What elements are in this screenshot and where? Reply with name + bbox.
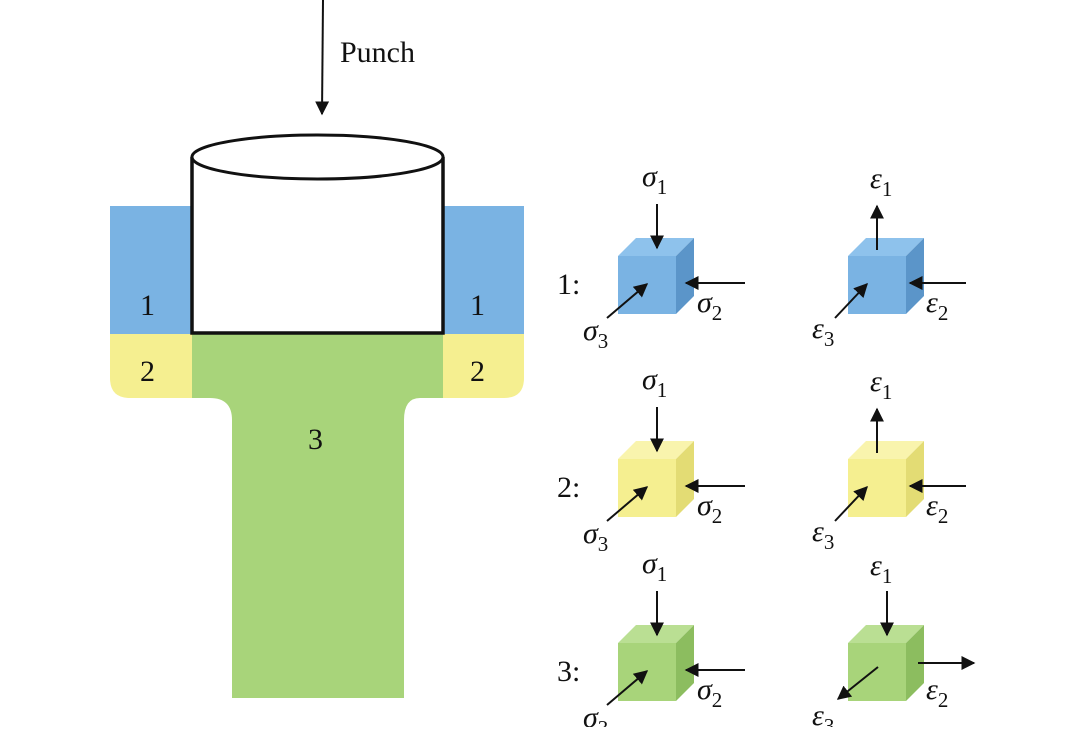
cross-section: Punch 1 1 2 2 3 [110,0,524,698]
strain-cube-front [848,256,906,314]
zone1-right [443,206,524,334]
zone2-right [443,334,524,398]
strain-cube [848,238,924,314]
row-label: 2: [557,471,580,504]
epsilon3-label: ε3 [812,699,834,727]
cube-row-3: 3: σ1 σ2 σ3 ε1 ε2 ε3 [557,547,976,732]
zone2-left-label: 2 [140,355,155,388]
epsilon1-label: ε1 [870,162,892,201]
zone2-left [110,334,192,398]
sigma3-arrow [606,670,649,706]
epsilon3-label: ε3 [812,515,834,554]
strain-cube [848,625,924,701]
stress-cube [618,625,694,701]
epsilon3-label: ε3 [812,312,834,351]
epsilon1-label: ε1 [870,549,892,588]
punch-cylinder [190,157,445,335]
strain-cube-side [906,625,924,701]
sigma2-label: σ2 [697,489,722,528]
zone1-right-label: 1 [470,289,485,322]
punch-label: Punch [340,36,415,69]
sigma3-label: σ3 [583,701,608,727]
strain-cube [848,441,924,517]
stress-cube [618,441,694,517]
punch-top-ellipse [190,133,445,181]
strain-cube-top [848,441,924,459]
strain-cube-front [848,459,906,517]
stress-cube [618,238,694,314]
zone1-left [110,206,192,334]
cube-row-2: 2: σ1 σ2 σ3 ε1 ε2 ε3 [557,363,966,556]
zone3-label: 3 [308,423,323,456]
epsilon2-label: ε2 [926,286,948,325]
row-label: 1: [557,268,580,301]
sigma1-label: σ1 [642,363,667,402]
epsilon2-label: ε2 [926,489,948,528]
sigma1-label: σ1 [642,160,667,199]
sigma2-label: σ2 [697,673,722,712]
sigma1-label: σ1 [642,547,667,586]
sigma3-arrow [606,283,649,319]
punch-arrow [315,0,330,116]
epsilon2-label: ε2 [926,673,948,712]
strain-cube-front [848,643,906,701]
row-label: 3: [557,655,580,688]
sigma2-label: σ2 [697,286,722,325]
sigma3-label: σ3 [583,517,608,556]
strain-cube-top [848,238,924,256]
sigma3-arrow [606,486,649,522]
epsilon1-label: ε1 [870,365,892,404]
sigma3-label: σ3 [583,314,608,353]
epsilon3-arrow [836,666,879,700]
zone1-left-label: 1 [140,289,155,322]
zone3-body [192,334,443,698]
zone2-right-label: 2 [470,355,485,388]
epsilon3-arrow [834,485,868,522]
cube-row-1: 1: σ1 σ2 σ3 ε1 ε2 ε3 [557,160,966,353]
stress-strain-grid: 1: σ1 σ2 σ3 ε1 ε2 ε3 2: σ1 σ2 σ3 ε1 ε2 ε3 3: σ1 σ2 σ3 ε1 ε2… [557,160,976,732]
epsilon3-arrow [834,282,868,319]
